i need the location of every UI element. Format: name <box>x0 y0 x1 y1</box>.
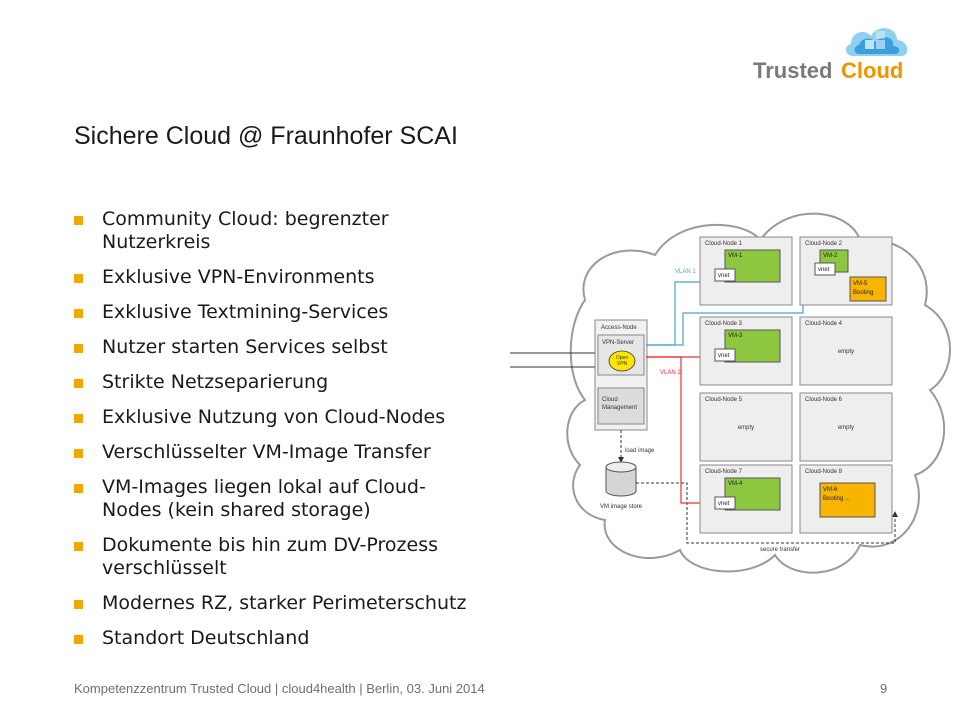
bullet-item: Exklusive Nutzung von Cloud-Nodes <box>74 406 574 429</box>
trusted-cloud-logo: Trusted Cloud <box>753 28 908 83</box>
bullet-text: Strikte Netzseparierung <box>102 371 329 393</box>
empty-label: empty <box>838 349 854 355</box>
logo-word-trusted: Trusted <box>753 58 832 83</box>
open-vpn-label-line1: Open <box>616 355 628 361</box>
bullet-text: Nutzer starten Services selbst <box>102 336 388 358</box>
slide-title: Sichere Cloud @ Fraunhofer SCAI <box>74 122 458 150</box>
booting-vm-box <box>819 482 876 518</box>
cloud-nodes: Cloud-Node 1 VM-1 vnet Cloud-Node 2 VM-2 vnet… <box>699 236 893 534</box>
access-node-label: Access-Node <box>601 325 637 331</box>
bullet-item: Modernes RZ, starker Perimeterschutz <box>74 592 574 615</box>
bullet-text: Verschlüsselter VM-Image Transfer <box>102 441 431 463</box>
vlan1-label: VLAN 1 <box>675 269 696 275</box>
booting-status: Booting ... <box>823 496 850 502</box>
booting-vm-name: VM-5 <box>853 281 868 287</box>
bullet-square-icon <box>74 344 83 353</box>
booting-vm-box <box>849 276 887 302</box>
cloud-node-title: Cloud-Node 1 <box>705 241 743 247</box>
bullet-square-icon <box>74 449 83 458</box>
cloud-node-title: Cloud-Node 7 <box>705 469 743 475</box>
vlan2-label: VLAN 2 <box>660 370 681 376</box>
vpn-server-label: VPN-Server <box>602 340 634 346</box>
cloud-node-title: Cloud-Node 8 <box>805 469 843 475</box>
bullet-item: Strikte Netzseparierung <box>74 371 574 394</box>
empty-label: empty <box>738 425 754 431</box>
bullet-item: VM-Images liegen lokal auf Cloud-Nodes (… <box>74 476 574 522</box>
vnet-label: vnet <box>718 353 730 359</box>
cloud-node-title: Cloud-Node 4 <box>805 321 843 327</box>
vnet-label: vnet <box>718 273 730 279</box>
bullet-square-icon <box>74 635 83 644</box>
secure-transfer-arrowhead <box>892 511 898 517</box>
footer-text: Kompetenzzentrum Trusted Cloud | cloud4h… <box>74 681 485 696</box>
bullet-text: Modernes RZ, starker Perimeterschutz <box>102 592 467 614</box>
vnet-box <box>714 496 736 510</box>
cloud-node-box <box>799 392 893 462</box>
bullet-text: Exklusive Textmining-Services <box>102 301 389 323</box>
vm-label: VM-2 <box>823 253 838 259</box>
booting-status: Booting <box>853 290 873 296</box>
bullet-item: Exklusive VPN-Environments <box>74 266 574 289</box>
bullet-item: Standort Deutschland <box>74 627 574 650</box>
vm-label: VM-4 <box>728 481 743 487</box>
bullet-square-icon <box>74 542 83 551</box>
cloud-node-box <box>699 392 793 462</box>
cloud-logo-icon <box>845 28 908 56</box>
cloud-architecture-diagram: Access-Node VPN-Server Open VPN Cloud Ma… <box>510 212 951 574</box>
cloud-node-title: Cloud-Node 5 <box>705 397 743 403</box>
cloud-management-label-line2: Management <box>602 405 637 411</box>
vm-label: VM-3 <box>728 333 743 339</box>
bullet-square-icon <box>74 484 83 493</box>
vm-image-store-icon <box>605 461 637 497</box>
secure-transfer-path <box>636 482 896 544</box>
bullet-text: Standort Deutschland <box>102 627 310 649</box>
load-image-label: load image <box>625 448 655 454</box>
vnet-box <box>714 268 736 282</box>
bullet-square-icon <box>74 309 83 318</box>
vm-image-store-label: VM image store <box>600 504 643 510</box>
bullet-text: Exklusive Nutzung von Cloud-Nodes <box>102 406 446 428</box>
bullet-item: Verschlüsselter VM-Image Transfer <box>74 441 574 464</box>
bullet-square-icon <box>74 274 83 283</box>
cloud-management-box <box>597 387 645 425</box>
vnet-label: vnet <box>818 267 830 273</box>
secure-transfer-label: secure transfer <box>760 547 800 553</box>
open-vpn-label-line2: VPN <box>617 361 628 367</box>
vnet-box <box>814 262 836 276</box>
bullet-text: Nutzerkreis <box>102 231 211 253</box>
bullet-text: Dokumente bis hin zum DV-Prozess <box>102 534 439 556</box>
cloud-node-title: Cloud-Node 2 <box>805 241 843 247</box>
bullet-text: verschlüsselt <box>102 557 227 579</box>
cloud-node-box <box>799 316 893 386</box>
load-image-arrowhead <box>618 457 624 463</box>
page-number: 9 <box>880 681 888 696</box>
bullet-square-icon <box>74 414 83 423</box>
bullet-text: Community Cloud: begrenzter <box>102 208 389 230</box>
bullet-item: Nutzer starten Services selbst <box>74 336 574 359</box>
empty-label: empty <box>838 425 854 431</box>
bullet-square-icon <box>74 379 83 388</box>
bullet-text: Exklusive VPN-Environments <box>102 266 375 288</box>
bullet-text: Nodes (kein shared storage) <box>102 499 371 521</box>
cloud-node-title: Cloud-Node 3 <box>705 321 743 327</box>
cloud-node-title: Cloud-Node 6 <box>805 397 843 403</box>
booting-vm-name: VM-6 <box>823 487 838 493</box>
vnet-box <box>714 348 736 362</box>
vlan2-line-node7 <box>646 356 715 504</box>
bullet-item: Exklusive Textmining-Services <box>74 301 574 324</box>
bullet-square-icon <box>74 600 83 609</box>
bullet-text: VM-Images liegen lokal auf Cloud- <box>102 476 426 498</box>
cloud-management-label-line1: Cloud <box>602 397 618 403</box>
logo-word-cloud: Cloud <box>841 58 903 83</box>
vnet-label: vnet <box>718 501 730 507</box>
open-vpn-ellipse <box>608 350 636 372</box>
vm-label: VM-1 <box>728 253 743 259</box>
bullet-square-icon <box>74 216 83 225</box>
